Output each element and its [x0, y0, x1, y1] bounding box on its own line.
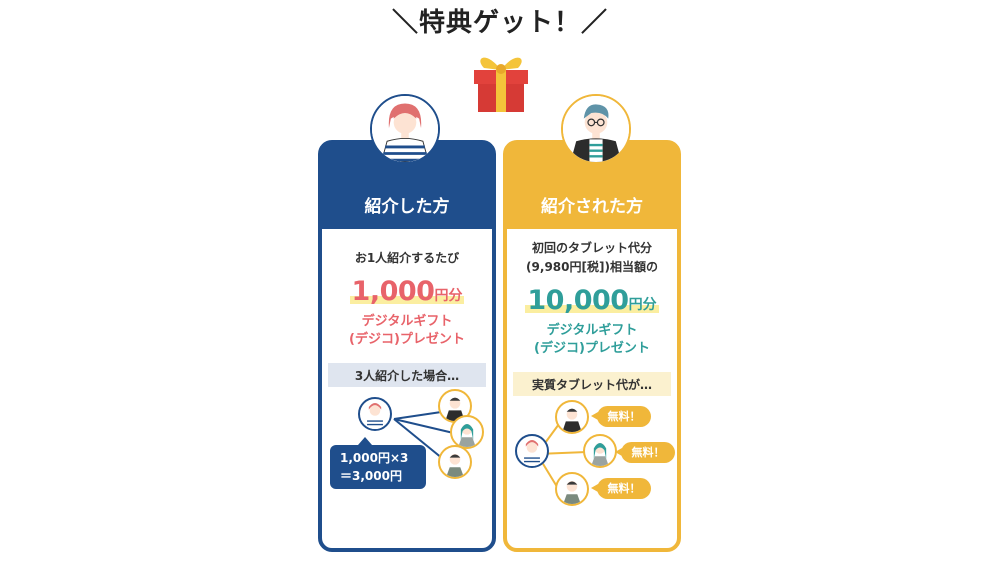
woman-teal-avatar-icon	[583, 434, 617, 468]
referrer-amount: 1,000円分	[322, 276, 492, 307]
referee-intro-line2: (9,980円[税])相当額の	[526, 260, 658, 274]
referee-example-band: 実質タブレット代が…	[513, 372, 671, 396]
referee-card: 紹介された方 初回のタブレット代分 (9,980円[税])相当額の 10,000…	[503, 140, 681, 552]
woman-avatar-icon	[370, 94, 440, 164]
referee-intro: 初回のタブレット代分 (9,980円[税])相当額の	[507, 239, 677, 277]
page-heading: ＼特典ゲット！／	[391, 8, 608, 38]
referee-amount: 10,000円分	[507, 285, 677, 316]
calculation-callout: 1,000円×3 ＝3,000円	[330, 437, 426, 489]
free-badge: 無料！	[591, 406, 651, 427]
referrer-amount-unit: 円分	[434, 288, 463, 304]
referee-gift-line2: (デジコ)プレゼント	[534, 341, 650, 356]
referrer-amount-number: 1,000	[351, 276, 435, 307]
gift-box-icon	[466, 44, 536, 114]
referrer-diagram: 1,000円×3 ＝3,000円	[322, 389, 492, 523]
referrer-gift-line2: (デジコ)プレゼント	[349, 332, 465, 347]
woman-avatar-icon	[358, 397, 392, 431]
referee-gift-text: デジタルギフト (デジコ)プレゼント	[507, 322, 677, 358]
man-avatar-icon	[555, 400, 589, 434]
referrer-example-band: 3人紹介した場合…	[328, 363, 486, 387]
free-badge: 無料！	[591, 478, 651, 499]
calc-line1: 1,000円×3	[340, 451, 409, 465]
referee-title: 紹介された方	[541, 197, 643, 217]
calc-line2: ＝3,000円	[340, 469, 402, 483]
elder-avatar-icon	[438, 445, 472, 479]
referrer-title: 紹介した方	[364, 197, 450, 217]
referee-amount-number: 10,000	[527, 285, 629, 316]
man-glasses-avatar-icon	[561, 94, 631, 164]
referee-intro-line1: 初回のタブレット代分	[531, 241, 652, 255]
referrer-gift-text: デジタルギフト (デジコ)プレゼント	[322, 313, 492, 349]
free-badge: 無料！	[615, 442, 675, 463]
referee-gift-line1: デジタルギフト	[546, 323, 638, 338]
referee-amount-unit: 円分	[628, 297, 657, 313]
woman-teal-avatar-icon	[450, 415, 484, 449]
referrer-gift-line1: デジタルギフト	[361, 314, 453, 329]
referee-card-header: 紹介された方	[507, 144, 677, 229]
referrer-intro: お1人紹介するたび	[354, 251, 460, 265]
elder-avatar-icon	[555, 472, 589, 506]
referee-diagram: 無料！ 無料！ 無料！	[507, 400, 677, 532]
woman-avatar-icon	[515, 434, 549, 468]
referrer-card: 紹介した方 お1人紹介するたび 1,000円分 デジタルギフト (デジコ)プレゼ…	[318, 140, 496, 552]
